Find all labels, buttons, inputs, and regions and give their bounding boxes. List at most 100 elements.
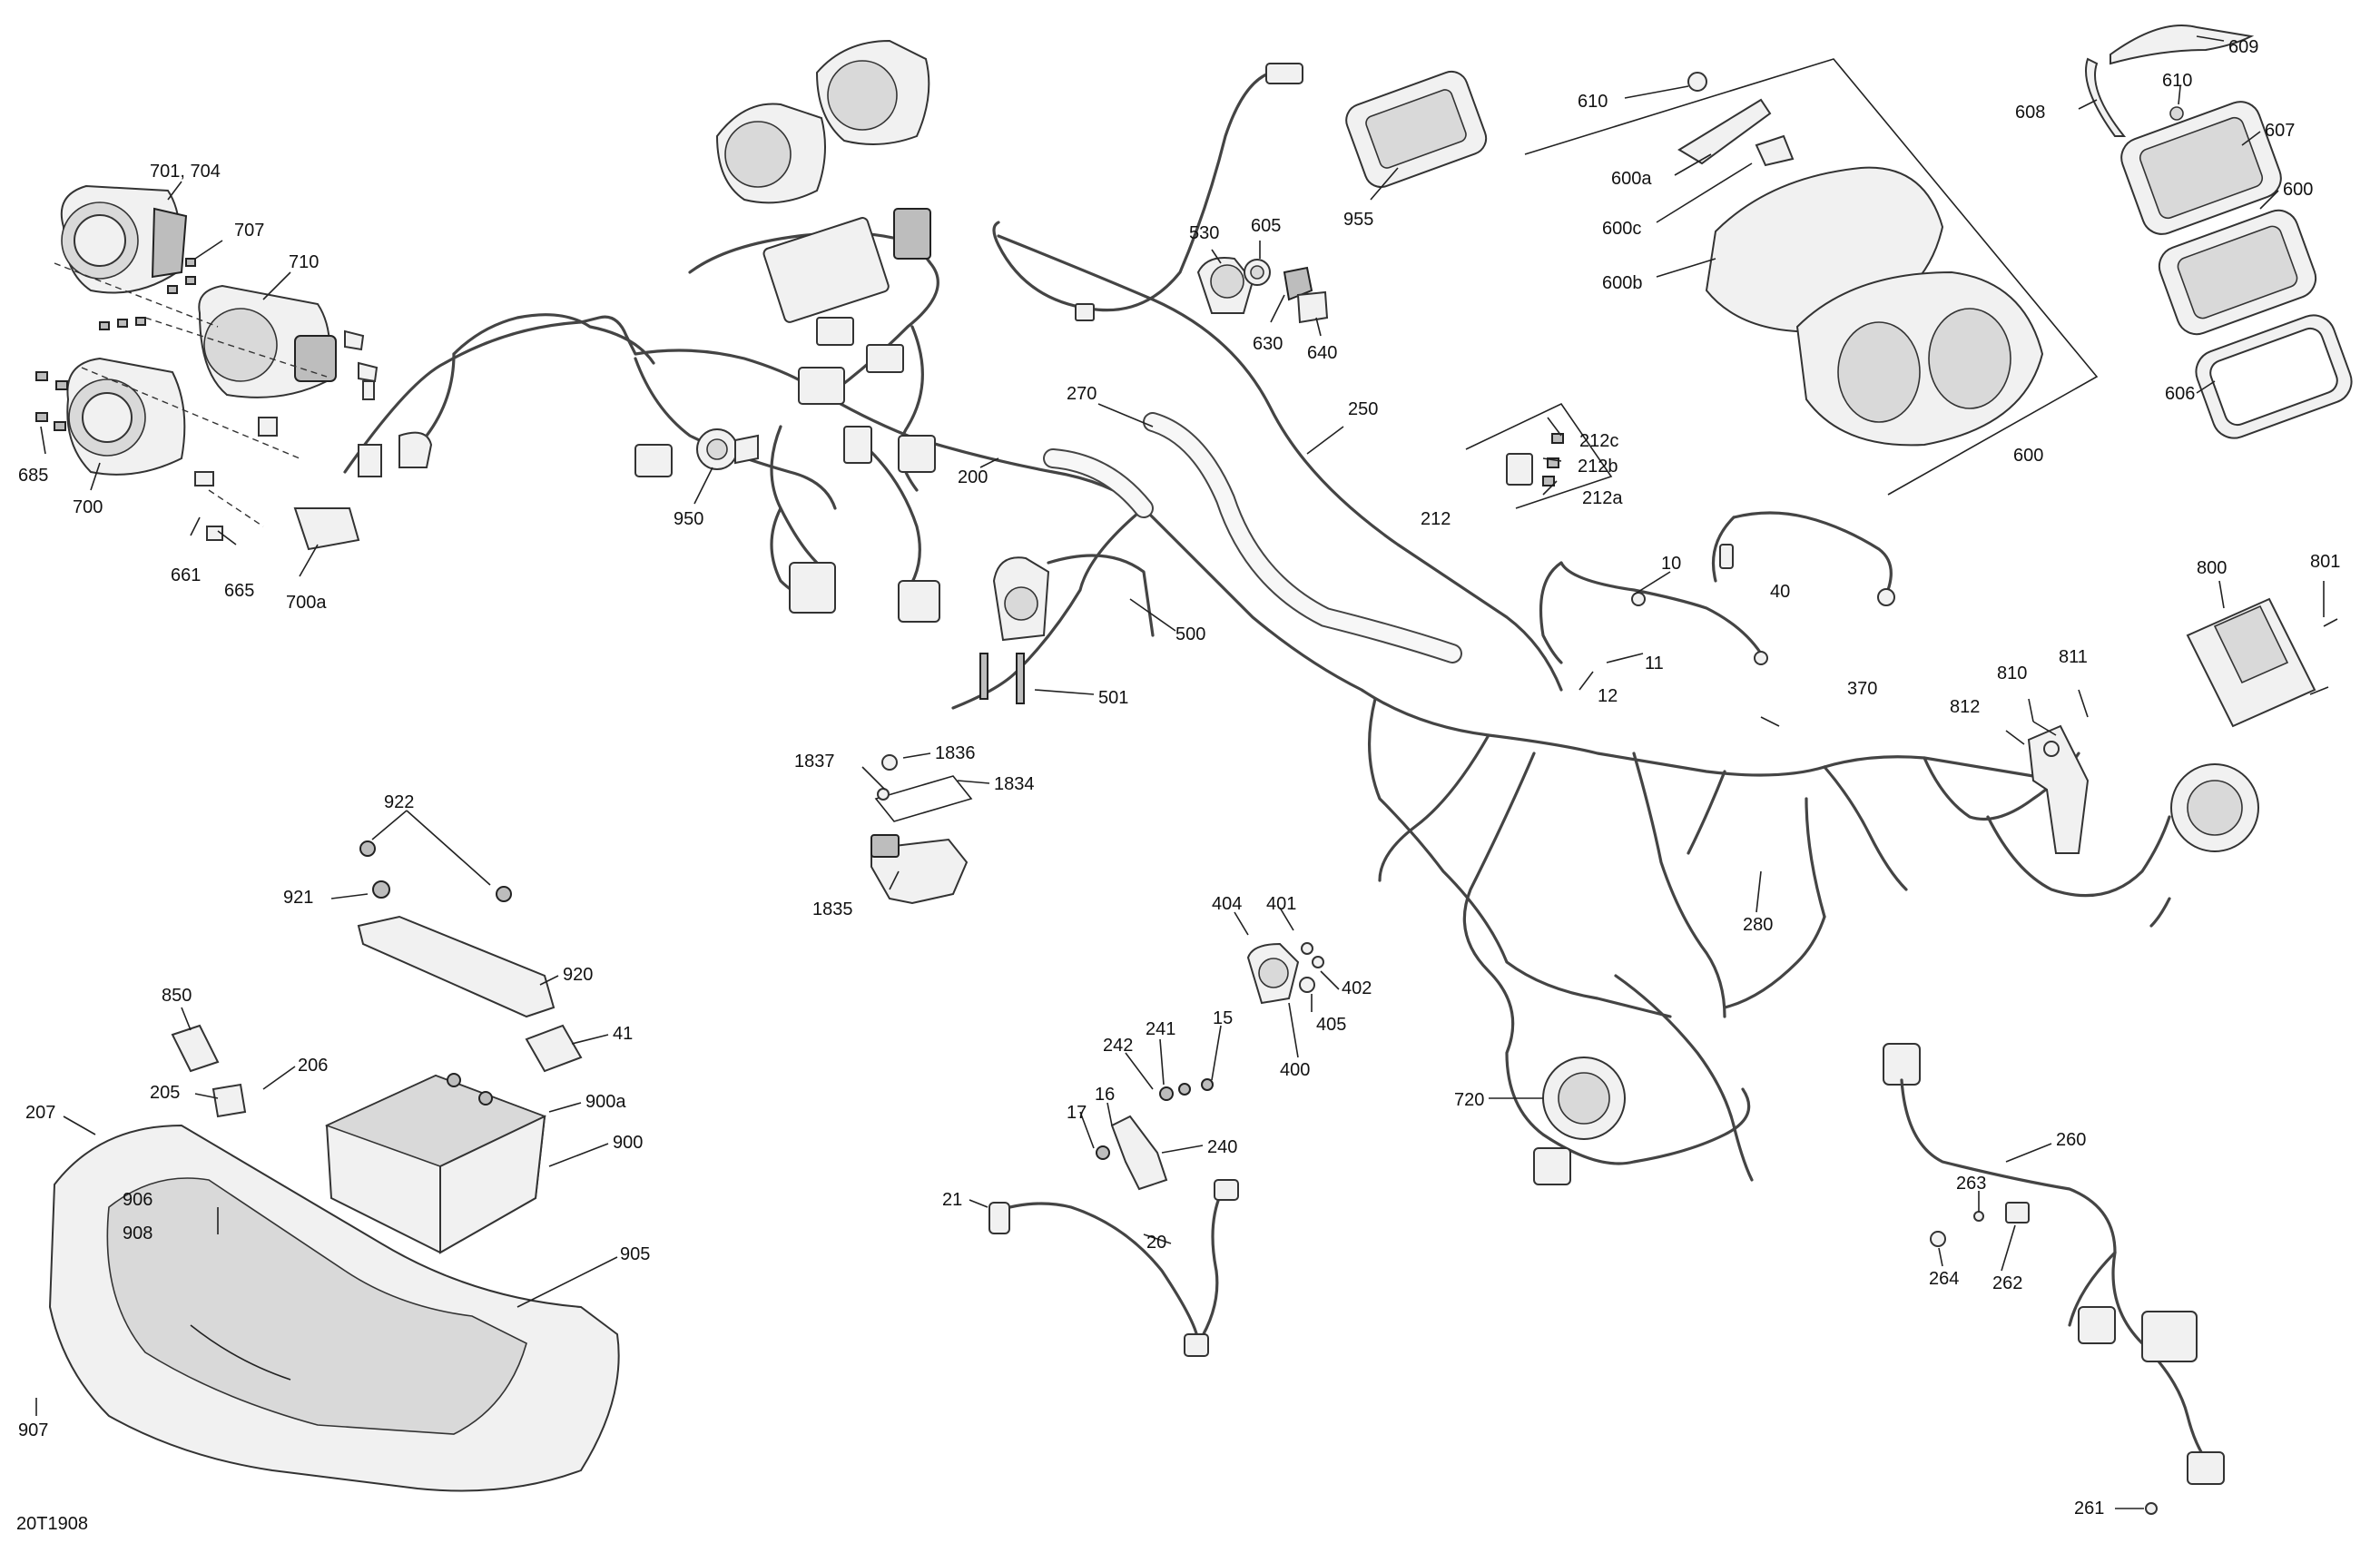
callout-212b: 212b xyxy=(1578,457,1618,477)
instrument-cluster-600 xyxy=(1524,58,2099,496)
callout-11: 11 xyxy=(1645,654,1664,673)
callout-16: 16 xyxy=(1095,1085,1115,1105)
callout-labels: 701, 704 707 710 685 700 661 665 700a 95… xyxy=(16,37,2340,1534)
callout-685: 685 xyxy=(18,466,48,486)
drawing-reference-code: 20T1908 xyxy=(16,1514,88,1534)
callout-400: 400 xyxy=(1280,1060,1310,1080)
callout-500: 500 xyxy=(1175,624,1205,644)
callout-250: 250 xyxy=(1348,399,1378,419)
callout-630: 630 xyxy=(1253,334,1283,354)
callout-610-right: 610 xyxy=(2162,71,2192,91)
callout-41: 41 xyxy=(613,1024,633,1044)
callout-402: 402 xyxy=(1342,978,1372,998)
callout-905: 905 xyxy=(620,1244,650,1264)
switch-500 xyxy=(979,554,1155,704)
callout-370: 370 xyxy=(1847,679,1877,699)
callout-1835: 1835 xyxy=(812,899,853,919)
callout-600a: 600a xyxy=(1611,169,1652,189)
callout-610-top: 610 xyxy=(1578,92,1608,112)
terminal-cover-41 xyxy=(525,1024,583,1073)
callout-15: 15 xyxy=(1213,1008,1233,1028)
callout-1836: 1836 xyxy=(935,743,976,763)
callout-261: 261 xyxy=(2074,1499,2104,1518)
headlight-hardware xyxy=(35,258,379,551)
callout-404: 404 xyxy=(1212,894,1242,914)
callout-212c: 212c xyxy=(1579,431,1618,451)
bracket-205 xyxy=(211,1083,247,1118)
callout-640: 640 xyxy=(1307,343,1337,363)
callout-907: 907 xyxy=(18,1420,48,1440)
battery-tray-905 xyxy=(48,1124,620,1492)
callout-600b: 600b xyxy=(1602,273,1643,293)
main-wiring-harness-200 xyxy=(343,231,2171,1182)
sensor-1835 xyxy=(870,754,973,905)
conduit-tube-270 xyxy=(1143,412,1462,663)
display-unit-955 xyxy=(1345,70,1488,188)
callout-270: 270 xyxy=(1067,384,1097,404)
conduit-tube-250 xyxy=(997,234,1563,692)
callout-501: 501 xyxy=(1098,688,1128,708)
callout-17: 17 xyxy=(1067,1103,1087,1123)
callout-665: 665 xyxy=(224,581,254,601)
callout-720: 720 xyxy=(1454,1090,1484,1110)
headlight-motor-710 xyxy=(198,284,337,398)
callout-200: 200 xyxy=(958,467,988,487)
starter-solenoid-400 xyxy=(1246,942,1324,1005)
callout-850: 850 xyxy=(162,986,192,1006)
callout-908: 908 xyxy=(123,1224,152,1243)
headlight-720 xyxy=(1533,1057,1626,1185)
battery-holddown-920 xyxy=(357,840,556,1018)
callout-242: 242 xyxy=(1103,1036,1133,1056)
callout-600-cluster: 600 xyxy=(2013,446,2043,466)
upper-cable xyxy=(992,63,1303,321)
callout-20: 20 xyxy=(1146,1233,1166,1253)
ground-cable-20 xyxy=(988,1179,1239,1357)
callout-401: 401 xyxy=(1266,894,1296,914)
callout-405: 405 xyxy=(1316,1015,1346,1035)
callout-262: 262 xyxy=(1992,1273,2022,1293)
callout-241: 241 xyxy=(1146,1019,1175,1039)
headlight-assembly-701-704 xyxy=(60,184,188,294)
callout-206: 206 xyxy=(298,1056,328,1076)
callout-950: 950 xyxy=(674,509,703,529)
callout-263: 263 xyxy=(1956,1174,1986,1194)
mounting-bracket-810 xyxy=(2027,724,2090,854)
callout-280: 280 xyxy=(1743,915,1773,935)
callout-1834: 1834 xyxy=(994,774,1035,794)
callout-900a: 900a xyxy=(585,1092,626,1112)
callout-605: 605 xyxy=(1251,216,1281,236)
harness-260 xyxy=(1883,1043,2225,1515)
ground-bracket-240 xyxy=(1096,1078,1214,1191)
callout-661: 661 xyxy=(171,565,201,585)
control-module-800 xyxy=(2186,597,2338,728)
callout-921: 921 xyxy=(283,888,313,908)
callout-955: 955 xyxy=(1343,210,1373,230)
callout-922: 922 xyxy=(384,792,414,812)
callout-700a: 700a xyxy=(286,593,327,613)
callout-212: 212 xyxy=(1421,509,1451,529)
callout-810: 810 xyxy=(1997,663,2027,683)
callout-920: 920 xyxy=(563,965,593,985)
battery-cable-10 xyxy=(1539,561,1768,665)
cable-40 xyxy=(1711,511,1895,606)
callout-10: 10 xyxy=(1661,554,1681,574)
leader-lines xyxy=(35,35,2325,1509)
callout-608: 608 xyxy=(2015,103,2045,123)
callout-906: 906 xyxy=(123,1190,152,1210)
callout-205: 205 xyxy=(150,1083,180,1103)
gauge-sensor-parts xyxy=(1196,257,1329,324)
callout-12: 12 xyxy=(1598,686,1618,706)
conduit-200 xyxy=(1043,448,1154,518)
callout-40: 40 xyxy=(1770,582,1790,602)
callout-607: 607 xyxy=(2265,121,2295,141)
callout-600-gauge: 600 xyxy=(2283,180,2313,200)
callout-264: 264 xyxy=(1929,1269,1959,1289)
callout-212a: 212a xyxy=(1582,488,1623,508)
battery-900 xyxy=(324,1073,547,1254)
callout-240: 240 xyxy=(1207,1137,1237,1157)
callout-811: 811 xyxy=(2059,647,2088,667)
ignition-switch-950 xyxy=(696,428,759,470)
callout-530: 530 xyxy=(1189,223,1219,243)
callout-207: 207 xyxy=(25,1103,55,1123)
